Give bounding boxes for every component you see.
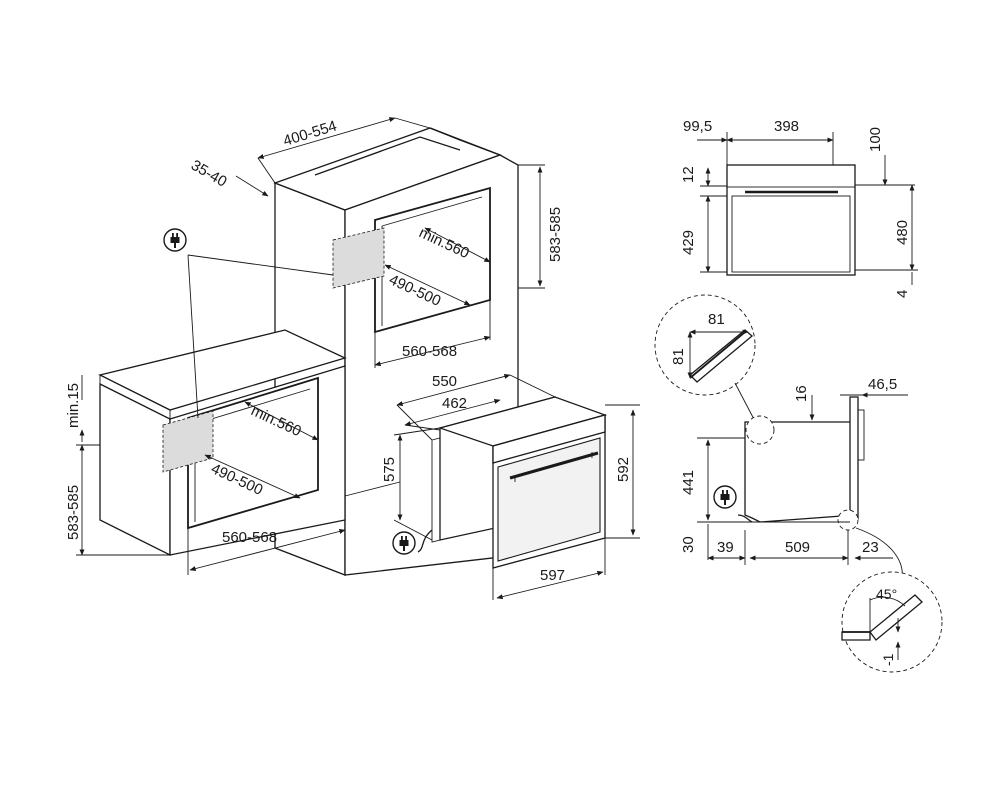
dim-front-body-height: 429 [680,230,697,255]
dim-gap: 35-40 [188,157,230,191]
dim-detail-b-angle: 45° [876,586,897,602]
dim-oven-body-height: 575 [381,457,398,482]
dim-front-bottom: 4 [894,290,911,298]
dim-under-height: 583-585 [65,485,82,540]
dim-detail-a-height: 81 [670,348,687,365]
plug-icon [163,228,187,252]
dim-oven-front-height: 592 [615,457,632,482]
dim-side-height: 441 [680,470,697,495]
dim-oven-depth-total: 550 [432,373,457,390]
dim-column-width: 560-568 [402,343,457,360]
dim-under-width: 560-568 [222,529,277,546]
dim-top-strip: 12 [680,166,697,183]
dim-front-total-height: 480 [894,220,911,245]
dim-side-base: 30 [680,536,697,553]
dim-side-back: 23 [862,539,879,556]
plug-icon [713,485,737,509]
front-view [697,132,918,285]
detail-b [841,571,943,673]
dim-side-panel: 16 [793,385,810,402]
dim-column-height: 583-585 [547,207,564,262]
dim-oven-front-width: 597 [540,567,565,584]
dim-oven-body-depth: 462 [442,395,467,412]
dim-side-depth: 509 [785,539,810,556]
side-view [697,392,908,581]
oven-3d-view [393,374,640,600]
dim-under-min-gap: min.15 [65,383,82,428]
detail-a [654,294,758,426]
dim-top-clearance: 100 [867,127,884,152]
dim-detail-b-offset: -1 [880,653,896,666]
dim-detail-a-width: 81 [708,311,725,328]
dim-side-front: 39 [717,539,734,556]
dim-side-handle: 46,5 [868,376,897,393]
dim-top-body-width: 398 [774,118,799,135]
dim-niche-depth: 400-554 [281,117,339,149]
under-counter-installation [76,254,401,575]
dim-top-left-offset: 99,5 [683,118,712,135]
plug-icon [392,531,416,555]
